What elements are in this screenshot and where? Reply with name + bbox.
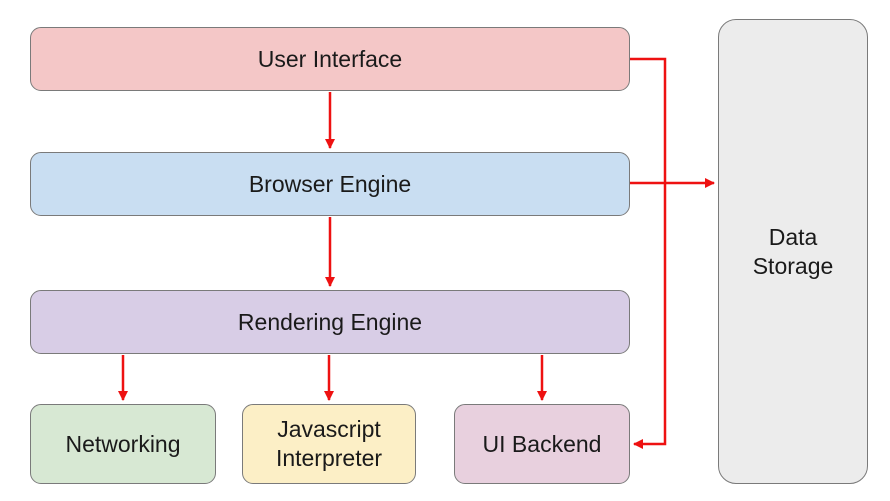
data-storage-box: Data Storage	[718, 19, 868, 484]
javascript-interpreter-label: Javascript Interpreter	[275, 416, 383, 471]
arrow-ui-to-ui-backend	[630, 57, 667, 449]
ui-backend-box: UI Backend	[454, 404, 630, 484]
user-interface-box: User Interface	[30, 27, 630, 91]
data-storage-label: Data Storage	[752, 223, 834, 279]
ui-backend-label: UI Backend	[482, 430, 602, 457]
networking-label: Networking	[65, 430, 181, 457]
browser-engine-box: Browser Engine	[30, 152, 630, 216]
user-interface-label: User Interface	[257, 45, 403, 72]
rendering-engine-box: Rendering Engine	[30, 290, 630, 354]
javascript-interpreter-box: Javascript Interpreter	[242, 404, 416, 484]
browser-engine-label: Browser Engine	[248, 170, 412, 197]
networking-box: Networking	[30, 404, 216, 484]
rendering-engine-label: Rendering Engine	[237, 308, 423, 335]
